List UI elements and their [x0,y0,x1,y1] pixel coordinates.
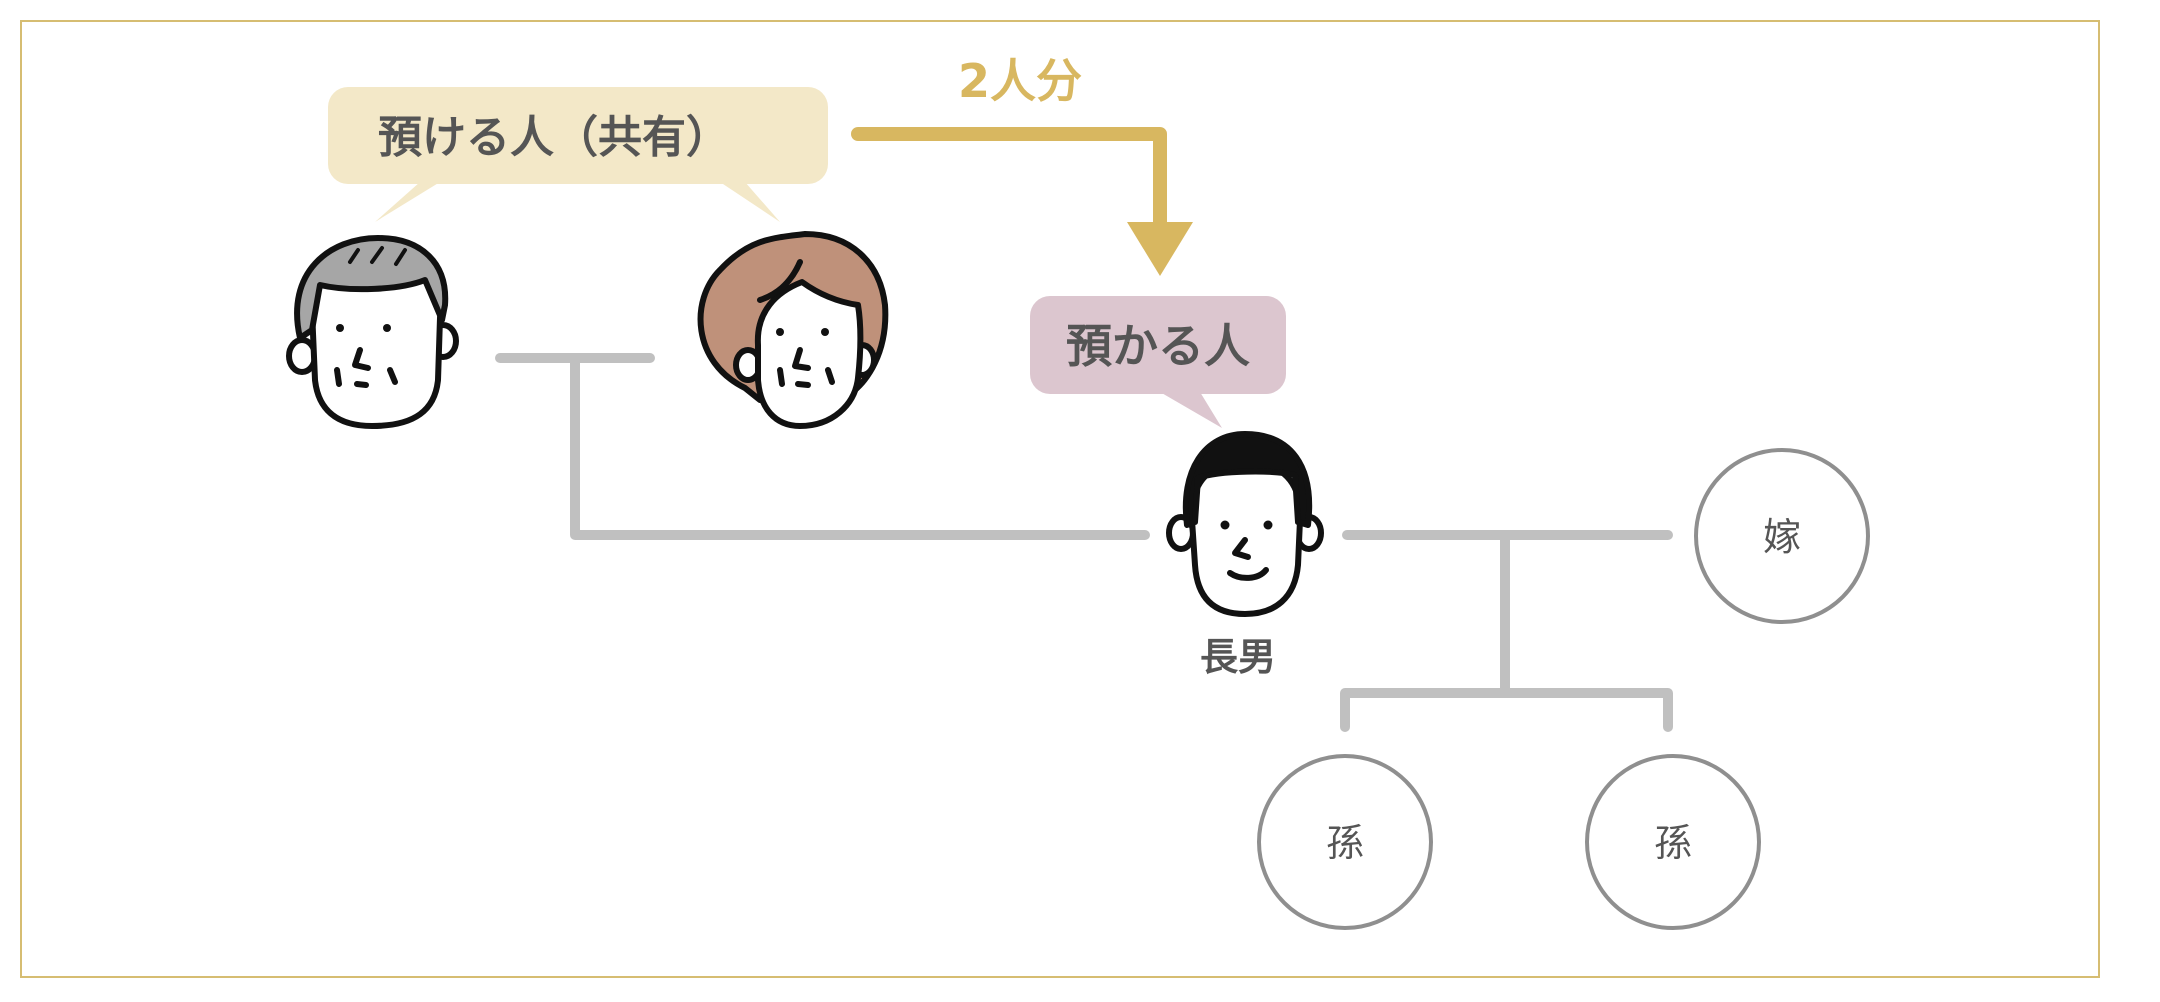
grandchild-1-circle [1257,754,1433,930]
grandchild-2-label: 孫 [1654,821,1692,865]
trustee-label: 預かる人 [1066,319,1250,373]
grandfather-avatar [286,235,459,429]
transfer-arrow [851,127,1193,276]
diagram-frame [20,20,2100,978]
depositors-bubble [328,87,828,222]
parents-to-son-line [570,353,1150,540]
trustee-bubble [1030,296,1286,428]
wife-label: 嫁 [1763,515,1801,559]
wife-circle [1694,448,1870,624]
eldest-son-avatar [1166,431,1324,617]
family-connectors [495,353,1673,732]
children-branch-line [1340,530,1673,732]
grandchild-1-label: 孫 [1326,821,1364,865]
grandmother-avatar [697,231,889,429]
grandchild-2-circle [1585,754,1761,930]
depositors-label: 預ける人（共有） [378,112,730,163]
transfer-note: 2人分 [958,54,1082,108]
eldest-son-label: 長男 [1200,635,1276,679]
